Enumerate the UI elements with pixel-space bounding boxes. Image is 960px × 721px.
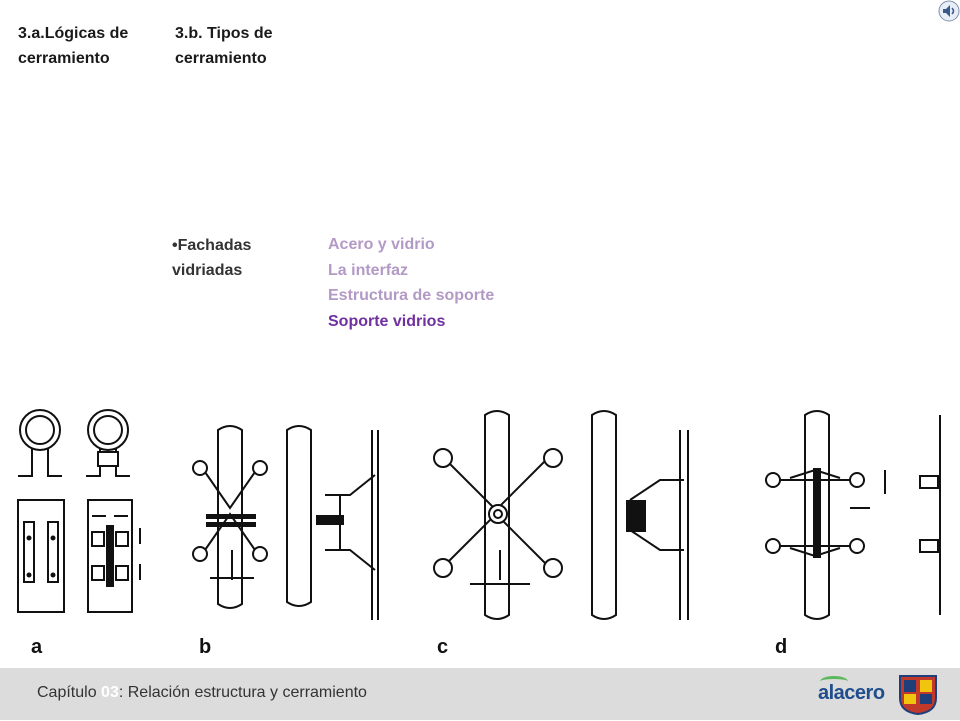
menu-item-soporte-vidrios[interactable]: Soporte vidrios [328,312,446,330]
chapter-number: 03 [101,684,119,701]
glass-support-drawing [17,409,941,620]
figure-label-b: b [199,636,212,658]
bullet-dot: • [172,237,178,254]
section-title-b: 3.b. Tipos de cerramiento [175,25,273,67]
menu-item-acero-vidrio[interactable]: Acero y vidrio [328,236,435,253]
section-title-a: 3.a.Lógicas de cerramiento [18,25,129,67]
topic-menu: Acero y vidrio La interfaz Estructura de… [328,232,548,334]
figure-label-d: d [775,636,788,658]
drawing-c [433,410,689,620]
drawing-b [192,425,379,620]
figure-label-c: c [437,636,449,658]
speaker-icon[interactable] [938,0,960,22]
footer-bar: Capítulo 03: Relación estructura y cerra… [0,668,960,720]
menu-item-interfaz[interactable]: La interfaz [328,261,409,279]
alacero-logo-text: alacero [818,682,885,704]
menu-item-estructura-soporte[interactable]: Estructura de soporte [328,287,495,304]
alacero-logo-swoosh [820,676,848,687]
bullet-text: Fachadas vidriadas [172,237,252,279]
chapter-title: Capítulo 03: Relación estructura y cerra… [37,684,367,702]
chapter-prefix: Capítulo [37,684,102,701]
figure-label-a: a [31,636,43,658]
drawing-a [17,409,141,613]
university-seal [896,672,940,716]
drawing-d [765,410,941,620]
chapter-suffix: : Relación estructura y cerramiento [118,684,367,701]
bullet-item: •Fachadas vidriadas [172,233,292,283]
alacero-logo: alacero [818,676,890,712]
